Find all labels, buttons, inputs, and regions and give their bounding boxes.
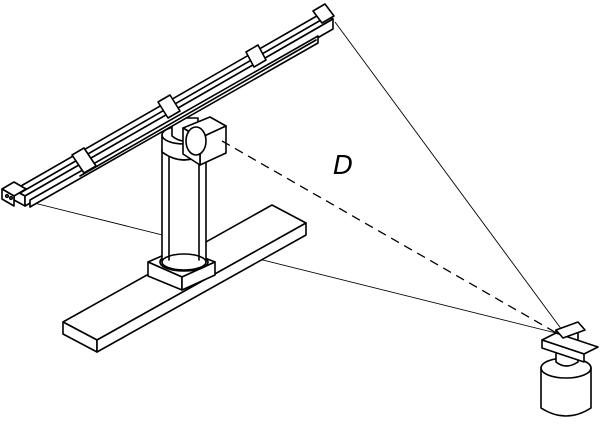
- sight-line-to-near-end: [21, 199, 557, 334]
- sight-line-to-far-end: [334, 21, 563, 331]
- drive-motor: [182, 116, 227, 166]
- array-near-end: [1, 181, 27, 207]
- rail-clamps: [71, 3, 335, 174]
- target-device: [540, 321, 599, 417]
- sight-lines: [21, 21, 563, 334]
- distance-line: [221, 140, 561, 336]
- distance-label: D: [333, 151, 353, 181]
